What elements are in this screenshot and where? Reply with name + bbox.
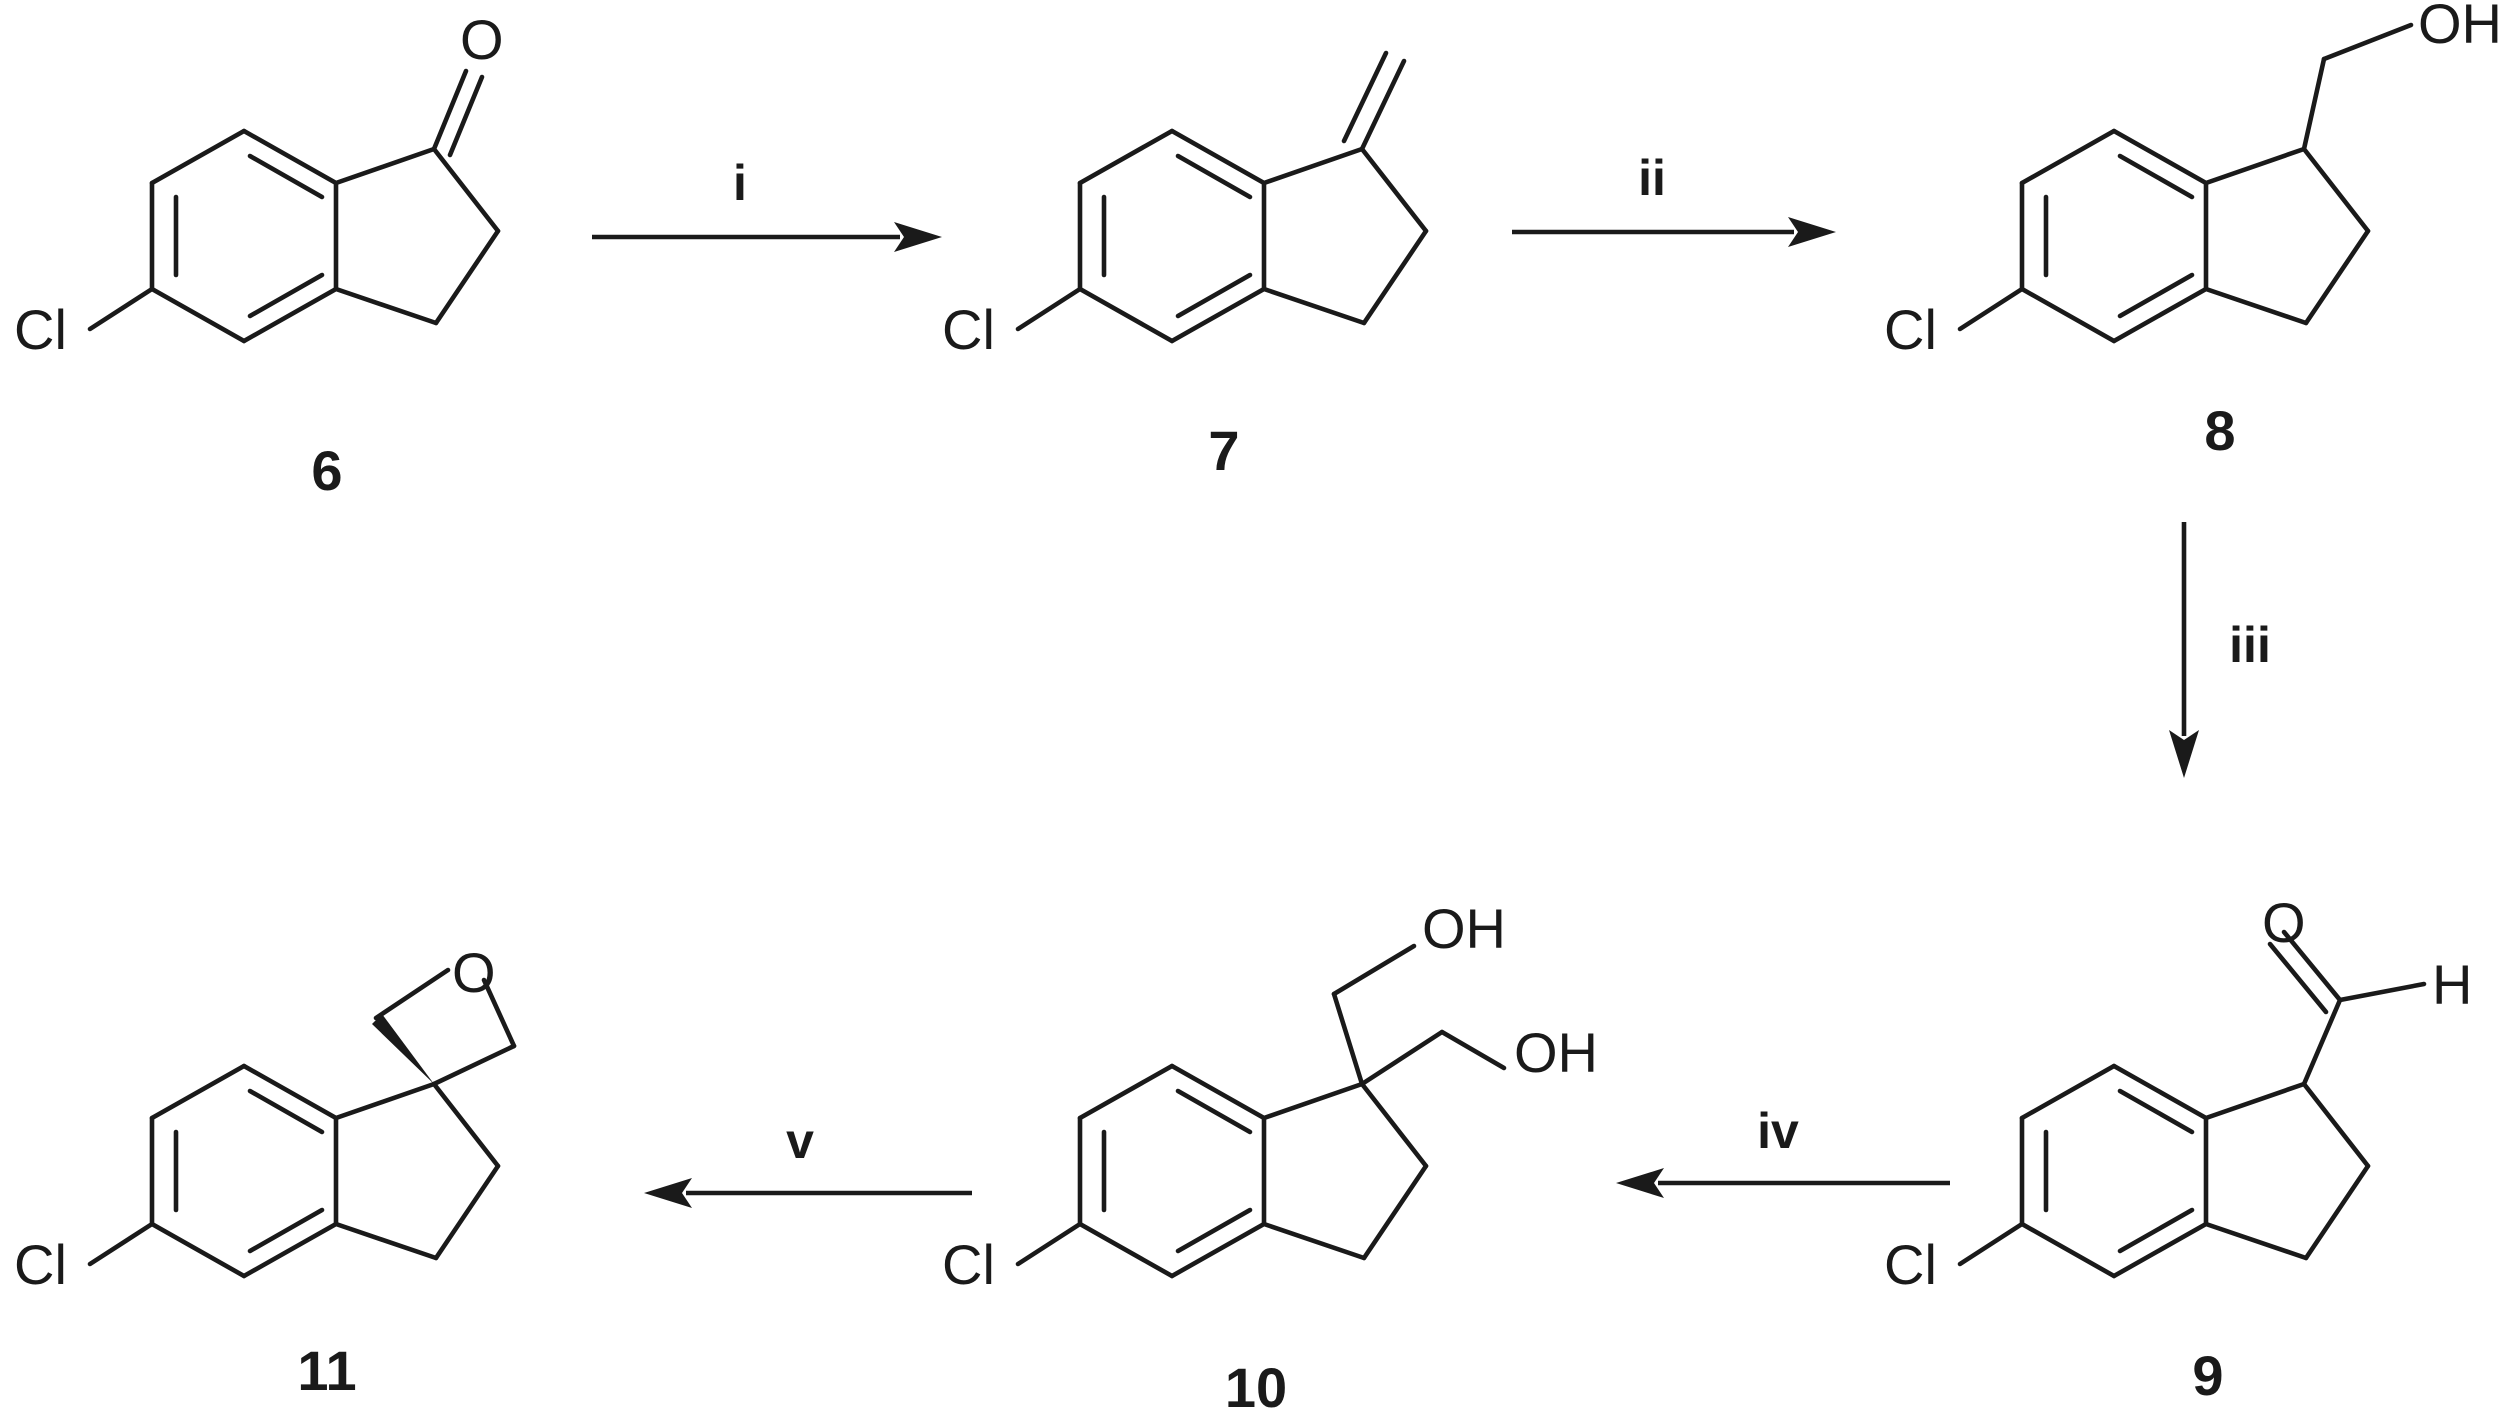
arrow-step-v <box>644 1178 972 1208</box>
atom-chlorine: Cl <box>1884 1233 1937 1296</box>
arrow-step-ii <box>1512 217 1836 247</box>
compound-8-label: 8 <box>2204 399 2235 462</box>
compound-8-structure: OH Cl <box>1884 0 2502 361</box>
atom-oxygen: O <box>2262 891 2306 954</box>
atom-hydroxyl: OH <box>1514 1021 1598 1084</box>
step-label-v: v <box>786 1113 814 1169</box>
compound-9-label: 9 <box>2192 1344 2223 1407</box>
compound-6-structure: O Cl <box>14 8 504 361</box>
atom-chlorine: Cl <box>942 298 995 361</box>
compound-7-label: 7 <box>1208 419 1239 482</box>
compound-11-structure: O Cl <box>14 941 517 1296</box>
atom-hydrogen: H <box>2432 953 2472 1016</box>
step-label-iv: iv <box>1757 1103 1799 1159</box>
arrow-step-iv <box>1616 1168 1950 1198</box>
atom-oxygen: O <box>452 941 496 1004</box>
atom-hydroxyl: OH <box>2418 0 2502 55</box>
step-label-iii: iii <box>2229 617 2271 673</box>
compound-9-structure: O H Cl <box>1884 891 2472 1296</box>
compound-6-label: 6 <box>311 439 342 502</box>
atom-chlorine: Cl <box>14 298 67 361</box>
atom-chlorine: Cl <box>1884 298 1937 361</box>
compound-11-label: 11 <box>297 1339 356 1402</box>
atom-chlorine: Cl <box>14 1233 67 1296</box>
compound-7-structure: Cl <box>942 50 1426 361</box>
arrow-step-i <box>592 222 942 252</box>
atom-oxygen: O <box>460 8 504 71</box>
atom-hydroxyl: OH <box>1422 897 1506 960</box>
step-label-ii: ii <box>1638 150 1666 206</box>
compound-10-label: 10 <box>1225 1356 1287 1415</box>
arrow-step-iii <box>2169 522 2199 778</box>
compound-10-structure: OH OH Cl <box>942 897 1598 1296</box>
step-label-i: i <box>733 155 747 211</box>
atom-chlorine: Cl <box>942 1233 995 1296</box>
